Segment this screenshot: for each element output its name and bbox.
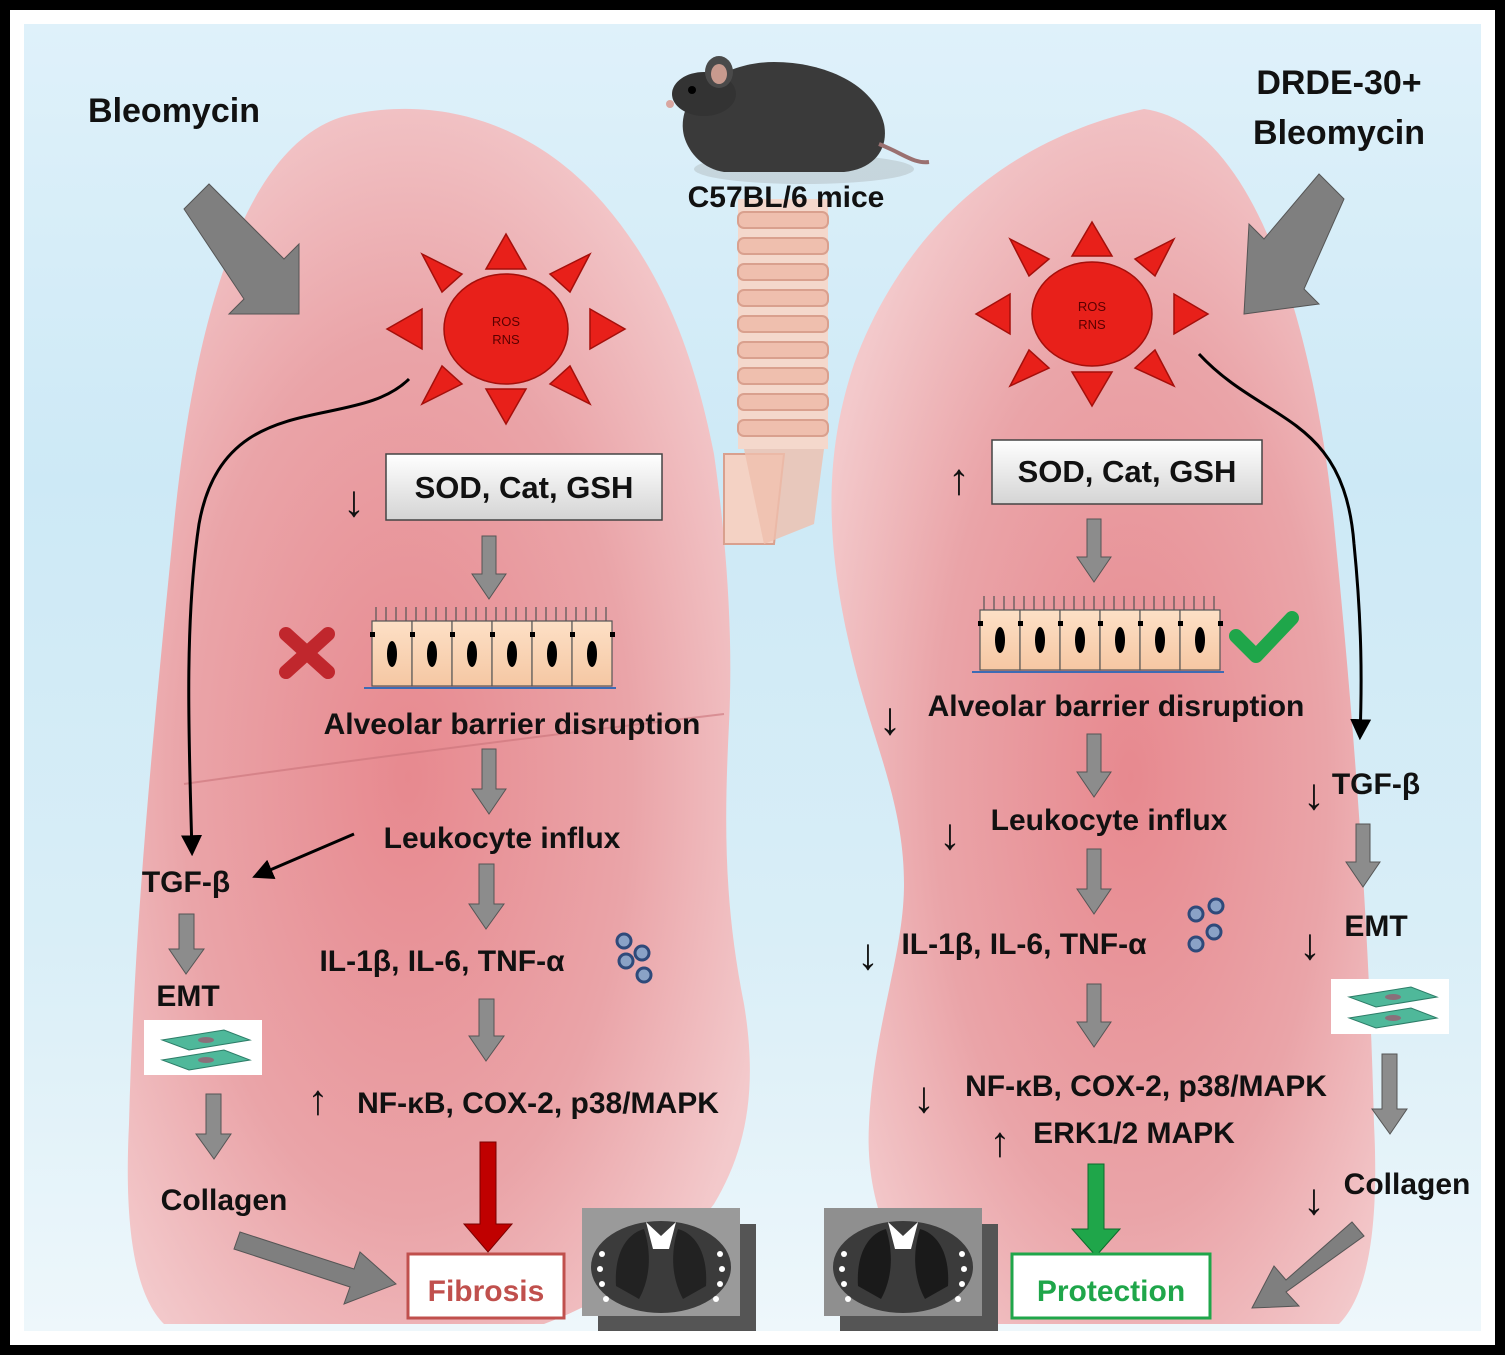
signaling-label-left: NF-κB, COX-2, p38/MAPK — [357, 1087, 719, 1120]
tgf-down-arrow-right: ↓ — [1303, 770, 1325, 819]
leukocyte-to-tgf-arrow — [252, 832, 355, 880]
left-curve-arrow — [181, 377, 411, 857]
figure-panel: C57BL/6 mice Bleomycin DRDE-30+ Bleomyci… — [10, 10, 1495, 1345]
erk-label-right: ERK1/2 MAPK — [1033, 1117, 1235, 1150]
collagen-label-left: Collagen — [161, 1184, 288, 1217]
collagen-down-arrow-right: ↓ — [1303, 1175, 1325, 1224]
emt-image-right — [1331, 979, 1449, 1034]
alveolar-down-arrow-right: ↓ — [879, 692, 902, 744]
gray-arrow-r3 — [1076, 848, 1112, 915]
gray-arrow-r2 — [1076, 733, 1112, 798]
rns-label-left: RNS — [492, 332, 520, 347]
alveolar-label-right: Alveolar barrier disruption — [928, 690, 1305, 723]
leukocyte-label-left: Leukocyte influx — [384, 822, 621, 855]
rns-label-right: RNS — [1078, 317, 1106, 332]
tgf-label-left: TGF-β — [142, 866, 230, 899]
leukocyte-label-right: Leukocyte influx — [991, 804, 1228, 837]
emt-image-left — [144, 1020, 262, 1075]
collagen-label-right: Collagen — [1344, 1168, 1471, 1201]
gray-arrow-r5 — [1345, 823, 1381, 888]
right-entry-arrow — [1243, 173, 1345, 315]
antioxidant-box-right — [991, 439, 1263, 505]
protection-label: Protection — [1037, 1275, 1185, 1308]
cytokines-label-left: IL-1β, IL-6, TNF-α — [319, 945, 565, 978]
leukocyte-icon-right — [1187, 897, 1225, 953]
epithelium-right — [972, 596, 1224, 673]
ct-scan-right — [824, 1208, 998, 1331]
tgf-label-right: TGF-β — [1332, 768, 1420, 801]
cytokines-label-right: IL-1β, IL-6, TNF-α — [901, 928, 1147, 961]
ros-label-left: ROS — [492, 314, 521, 329]
protection-arrow — [1070, 1163, 1122, 1257]
signaling-label-right: NF-κB, COX-2, p38/MAPK — [965, 1070, 1327, 1103]
cross-mark-icon — [279, 627, 335, 679]
right-condition-label-line1: DRDE-30+ — [1256, 64, 1421, 102]
check-mark-icon — [1229, 611, 1299, 663]
signaling-down-arrow-right: ↓ — [913, 1073, 935, 1122]
erk-up-arrow-right: ↑ — [990, 1118, 1011, 1165]
left-entry-arrow — [183, 183, 300, 315]
ros-label-right: ROS — [1078, 299, 1107, 314]
antioxidant-label-left: SOD, Cat, GSH — [415, 470, 634, 505]
epithelium-left — [364, 607, 616, 689]
leukocyte-down-arrow-right: ↓ — [939, 810, 961, 859]
mouse-label: C57BL/6 mice — [688, 181, 885, 214]
alveolar-label-left: Alveolar barrier disruption — [324, 708, 701, 741]
gray-arrow-r4 — [1076, 983, 1112, 1048]
gray-arrow-l5 — [168, 913, 205, 975]
diagram: C57BL/6 mice Bleomycin DRDE-30+ Bleomyci… — [88, 56, 1471, 1331]
gray-arrow-l3 — [468, 863, 505, 930]
sod-up-arrow-right: ↑ — [948, 455, 970, 504]
left-lung — [127, 108, 750, 1325]
protection-box — [1010, 1252, 1212, 1320]
right-curve-arrow — [1197, 352, 1372, 741]
antioxidant-label-right: SOD, Cat, GSH — [1018, 454, 1237, 489]
gray-arrow-r1 — [1076, 518, 1112, 583]
left-condition-label: Bleomycin — [88, 92, 260, 130]
ct-scan-left — [582, 1208, 756, 1331]
emt-label-left: EMT — [156, 980, 219, 1013]
gray-arrow-l4 — [468, 998, 505, 1062]
mouse-image — [666, 56, 930, 184]
emt-down-arrow-right: ↓ — [1299, 920, 1321, 969]
gray-arrow-l1 — [471, 535, 507, 600]
trachea — [723, 199, 829, 545]
right-condition-label-line2: Bleomycin — [1253, 114, 1425, 152]
leukocyte-icon-left — [615, 932, 653, 984]
ros-sun-right — [974, 220, 1210, 408]
fibrosis-arrow — [462, 1141, 514, 1253]
fibrosis-label: Fibrosis — [428, 1275, 545, 1308]
antioxidant-box-left — [385, 453, 663, 521]
gray-arrow-l2 — [471, 748, 507, 815]
collagen-to-protection-arrow — [1251, 1221, 1365, 1309]
emt-label-right: EMT — [1344, 910, 1407, 943]
ros-sun-left — [385, 232, 627, 426]
gray-arrow-r6 — [1371, 1053, 1408, 1135]
right-lung — [831, 109, 1376, 1324]
collagen-to-fibrosis-arrow — [233, 1231, 397, 1305]
diagram-canvas: C57BL/6 mice Bleomycin DRDE-30+ Bleomyci… — [24, 24, 1481, 1331]
fibrosis-box — [406, 1252, 566, 1320]
signaling-up-arrow-left: ↑ — [308, 1076, 329, 1123]
gray-arrow-l6 — [195, 1093, 232, 1160]
sod-down-arrow-left: ↓ — [343, 477, 365, 526]
cytokines-down-arrow-right: ↓ — [857, 930, 879, 979]
